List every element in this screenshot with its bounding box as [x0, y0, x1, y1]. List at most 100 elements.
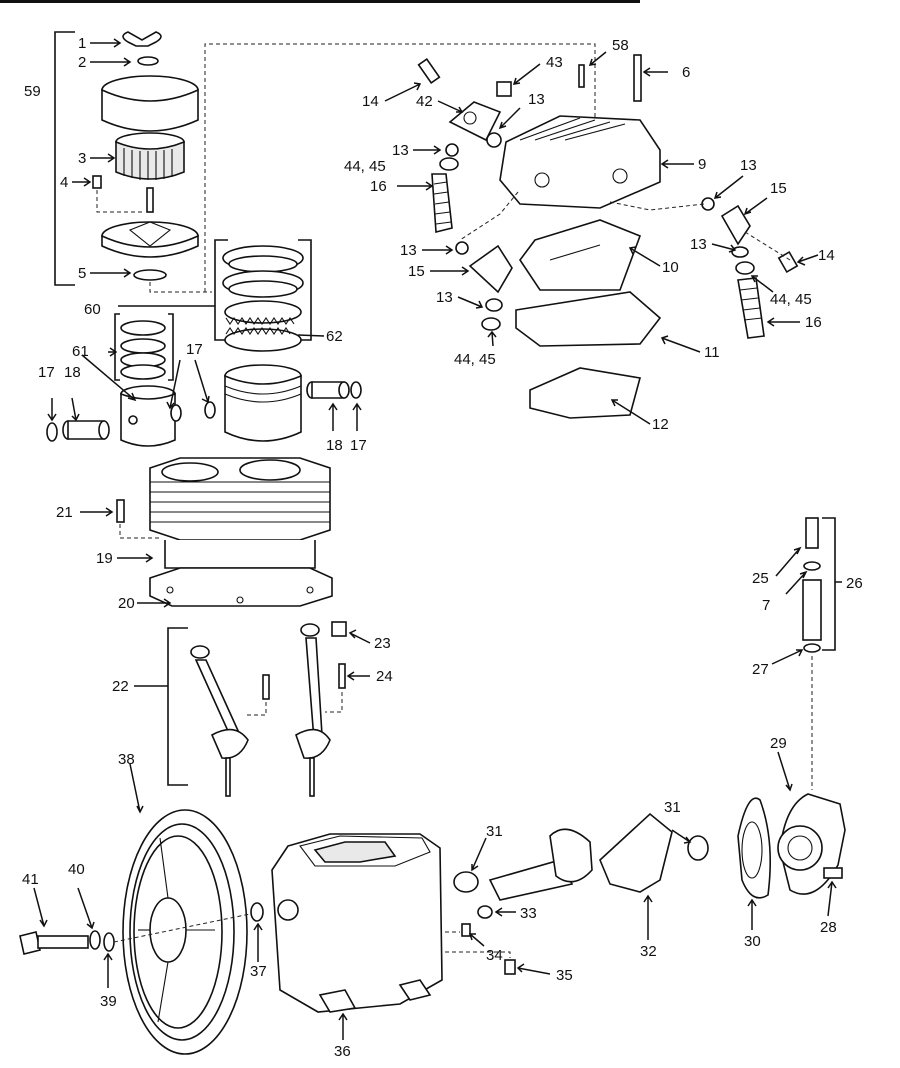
callout-label: 30 — [744, 933, 761, 950]
head-pin-58 — [578, 64, 585, 88]
valve-plate-gasket-10 — [519, 219, 642, 291]
callout-label: 13 — [528, 91, 545, 108]
callout-label: 17 — [350, 437, 367, 454]
piston-ring-set-small — [114, 313, 174, 381]
callout-label: 17 — [38, 364, 55, 381]
callout-label: 40 — [68, 861, 85, 878]
leader-arrows — [33, 38, 842, 1040]
callout-label: 44, 45 — [770, 291, 812, 308]
callout-label: 28 — [820, 919, 837, 936]
ring-13-b — [445, 143, 459, 157]
callout-label: 16 — [370, 178, 387, 195]
flywheel-bolt-41 — [19, 931, 89, 955]
callout-label: 31 — [486, 823, 503, 840]
callout-label: 44, 45 — [344, 158, 386, 175]
callout-label: 9 — [698, 156, 706, 173]
callout-label: 12 — [652, 416, 669, 433]
ring-13-a — [486, 132, 502, 148]
callout-label: 27 — [752, 661, 769, 678]
filter-cover-side — [101, 88, 199, 132]
callout-label: 33 — [520, 905, 537, 922]
filter-screw — [92, 175, 102, 189]
callout-label: 21 — [56, 504, 73, 521]
filter-gasket — [133, 269, 167, 281]
callout-label: 37 — [250, 963, 267, 980]
washer — [137, 56, 159, 66]
piston-ring-set-large — [214, 239, 312, 352]
callout-label: 61 — [72, 343, 89, 360]
callout-label: 2 — [78, 54, 86, 71]
callout-label: 31 — [664, 799, 681, 816]
callout-label: 13 — [690, 236, 707, 253]
tube-16-left — [431, 173, 453, 234]
callout-label: 22 — [112, 678, 129, 695]
filter-to-head-leader — [204, 43, 596, 292]
callout-label: 35 — [556, 967, 573, 984]
lockwasher-39 — [103, 932, 115, 952]
callout-label: 6 — [682, 64, 690, 81]
retaining-ring-2 — [170, 404, 182, 422]
retaining-ring-3 — [204, 401, 216, 419]
large-piston — [224, 364, 302, 442]
callout-label: 36 — [334, 1043, 351, 1060]
connecting-rod-left — [190, 645, 270, 797]
callout-label: 38 — [118, 751, 135, 768]
relief-plug-14a — [417, 58, 441, 84]
callout-label: 13 — [436, 289, 453, 306]
ring-13-c — [455, 241, 469, 255]
cylinder-gasket — [149, 567, 333, 607]
bearing-31-left — [453, 871, 479, 893]
nut-44-45-b — [481, 317, 501, 331]
compressor-head — [499, 115, 661, 209]
callout-label: 1 — [78, 35, 86, 52]
drain-35 — [504, 959, 516, 975]
callout-label: 15 — [408, 263, 425, 280]
callout-label: 42 — [416, 93, 433, 110]
wing-nut — [122, 31, 162, 47]
tube-16-right — [737, 277, 765, 339]
callout-label: 3 — [78, 150, 86, 167]
wrist-pin-left — [62, 420, 110, 440]
callout-label: 14 — [818, 247, 835, 264]
callout-label: 60 — [84, 301, 101, 318]
callout-labels: 1 2 59 3 4 5 60 61 62 17 17 17 18 18 21 … — [22, 35, 863, 1060]
callout-label: 13 — [400, 242, 417, 259]
bearing-31-right — [687, 835, 709, 861]
bracket-59 — [54, 31, 75, 286]
air-filter-assembly — [54, 31, 212, 293]
valve-body-right-15 — [701, 197, 755, 275]
callout-label: 44, 45 — [454, 351, 496, 368]
filter-stud — [146, 187, 154, 213]
connecting-rod-right — [295, 621, 347, 797]
callout-label: 34 — [486, 947, 503, 964]
callout-label: 24 — [376, 668, 393, 685]
valve-body-left-42 — [448, 101, 502, 142]
sight-plug-34 — [461, 923, 471, 937]
callout-label: 41 — [22, 871, 39, 888]
callout-label: 7 — [762, 597, 770, 614]
filter-base-side — [101, 234, 199, 258]
callout-label: 16 — [805, 314, 822, 331]
gasket-30 — [737, 797, 772, 899]
callout-label: 13 — [740, 157, 757, 174]
cylinder-bolt — [116, 499, 125, 523]
retaining-ring-4 — [350, 381, 362, 399]
bolt-28 — [823, 867, 843, 879]
clipped-title-strip — [0, 0, 640, 3]
crankshaft-32 — [488, 812, 673, 901]
relief-plug-14b — [777, 250, 799, 274]
callout-label: 17 — [186, 341, 203, 358]
callout-label: 59 — [24, 83, 41, 100]
callout-label: 18 — [326, 437, 343, 454]
nut-44-45-a — [439, 157, 459, 171]
callout-label: 19 — [96, 550, 113, 567]
callout-label: 10 — [662, 259, 679, 276]
callout-label: 14 — [362, 93, 379, 110]
callout-label: 11 — [704, 344, 720, 361]
callout-label: 32 — [640, 943, 657, 960]
callout-label: 18 — [64, 364, 81, 381]
cylinder-head-gasket-12 — [529, 367, 642, 419]
callout-label: 13 — [392, 142, 409, 159]
washer-40 — [89, 930, 101, 950]
